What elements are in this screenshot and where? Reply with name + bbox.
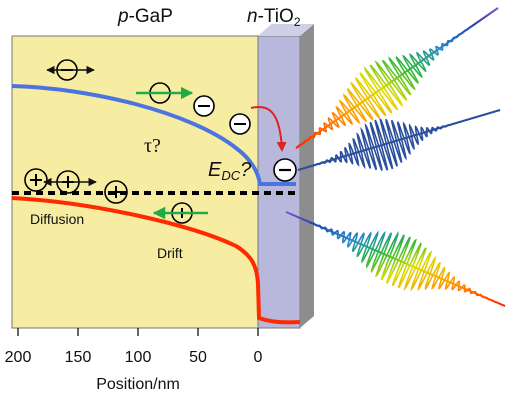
pulse-middle — [297, 109, 501, 171]
valence-band — [11, 196, 301, 325]
pulse-upper — [295, 7, 499, 149]
tio2-top — [258, 24, 314, 36]
lifetime-label: τ? — [144, 135, 161, 157]
tick-label: 100 — [125, 349, 152, 366]
x-axis: 200 150 100 50 0 Position/nm — [5, 328, 263, 393]
tick-label: 200 — [5, 349, 32, 366]
hole-diffusing — [43, 170, 97, 194]
conduction-band — [11, 84, 296, 186]
hole — [104, 180, 128, 204]
diffusion-label: Diffusion — [30, 211, 84, 227]
pulse-lower — [285, 211, 506, 307]
tick-label: 50 — [189, 349, 207, 366]
electron-drifting — [136, 82, 194, 104]
drift-label: Drift — [157, 245, 183, 261]
electron-at-interface — [273, 158, 297, 182]
tick-label: 150 — [65, 349, 92, 366]
field-label: EDC? — [208, 159, 252, 183]
axis-label: Position/nm — [96, 376, 180, 393]
hole-drifting — [152, 202, 208, 224]
transfer-arrow — [250, 106, 287, 152]
tick-label: 0 — [254, 349, 263, 366]
tio2-label: n-TiO2 — [247, 6, 301, 29]
electron-diffusing — [46, 59, 95, 81]
electron — [193, 95, 215, 117]
electron — [229, 113, 251, 135]
gap-label: p-GaP — [117, 6, 173, 27]
tio2-side — [300, 24, 314, 328]
